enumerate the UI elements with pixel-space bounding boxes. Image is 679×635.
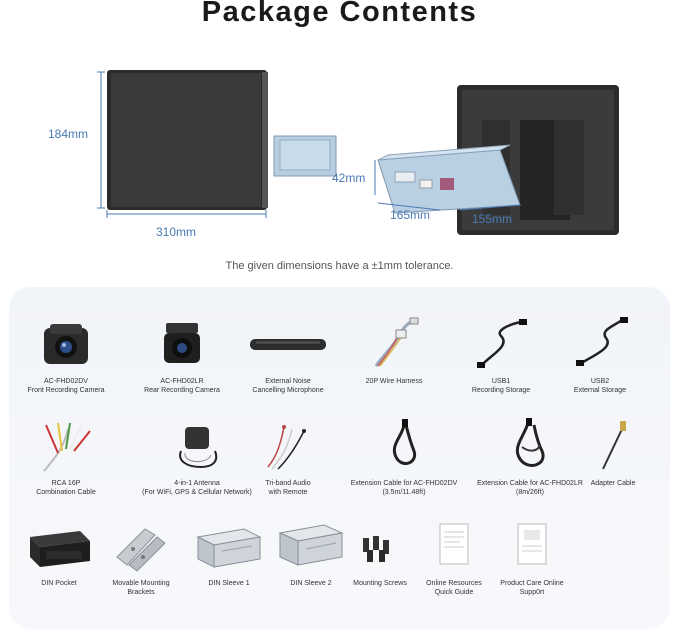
item-sublabel: (3.5m/11.48ft) bbox=[382, 489, 426, 496]
item-label: RCA 16P bbox=[51, 480, 81, 487]
audio-cable-icon bbox=[267, 425, 306, 470]
extension-cable-icon bbox=[515, 418, 545, 467]
item-sublabel: Recording Storage bbox=[471, 387, 531, 394]
item-label: AC-FHD02DV bbox=[44, 378, 88, 385]
item-label: DIN Sleeve 1 bbox=[208, 580, 250, 587]
item-sublabel: External Storage bbox=[573, 387, 627, 394]
bracket-icon bbox=[116, 528, 166, 572]
item-label: USB1 bbox=[491, 378, 511, 385]
item-label: DIN Sleeve 2 bbox=[290, 580, 332, 587]
item-sublabel: Rear Recording Camera bbox=[144, 387, 220, 394]
item-din-sleeve-2: DIN Sleeve 2 bbox=[256, 517, 366, 588]
item-sublabel: Front Recording Camera bbox=[27, 387, 105, 394]
item-rca-cable: RCA 16P Combination Cable bbox=[11, 417, 121, 497]
item-rear-camera: AC-FHD02LR Rear Recording Camera bbox=[127, 315, 237, 395]
extension-cable-icon bbox=[392, 419, 417, 466]
din-pocket-icon bbox=[30, 531, 90, 567]
item-label: Online Resources bbox=[426, 580, 482, 587]
item-label: Tri-band Audio bbox=[265, 480, 311, 487]
screws-icon bbox=[363, 536, 389, 562]
item-label: Extension Cable for AC-FHD02LR bbox=[477, 480, 583, 487]
item-sublabel: (8m/26ft) bbox=[515, 489, 544, 496]
item-sublabel: Cancelling Microphone bbox=[252, 387, 324, 394]
din-sleeve-icon bbox=[196, 528, 262, 568]
item-label: Extension Cable for AC-FHD02DV bbox=[350, 480, 458, 487]
item-audio-remote: Tri-band Audio with Remote bbox=[233, 417, 343, 497]
item-label: 4-in-1 Antenna bbox=[174, 480, 220, 487]
microphone-icon bbox=[250, 339, 326, 350]
item-mounting-screws: Mounting Screws bbox=[325, 517, 435, 588]
item-sublabel: Combination Cable bbox=[36, 489, 96, 496]
din-sleeve-icon bbox=[278, 524, 344, 566]
document-icon bbox=[439, 523, 469, 565]
item-label: Product Care Online bbox=[500, 580, 564, 587]
box-height-dimension: 42mm bbox=[332, 171, 366, 185]
wire-harness-icon bbox=[374, 317, 419, 367]
item-din-sleeve-1: DIN Sleeve 1 bbox=[174, 517, 284, 588]
contents-panel: AC-FHD02DV Front Recording Camera AC-FHD0… bbox=[9, 287, 670, 629]
adapter-cable-icon bbox=[602, 421, 626, 470]
usb-cable-icon bbox=[576, 317, 628, 366]
item-extension-rear: Extension Cable for AC-FHD02LR (8m/26ft) bbox=[465, 417, 595, 497]
page-title: Package Contents bbox=[201, 0, 478, 28]
rca-cable-icon bbox=[43, 422, 91, 472]
item-label: USB2 bbox=[590, 378, 610, 385]
item-label: AC-FHD02LR bbox=[160, 378, 204, 385]
rear-camera-icon bbox=[164, 323, 200, 363]
item-label: Movable Mounting bbox=[112, 580, 170, 587]
front-camera-icon bbox=[44, 324, 88, 364]
product-hero: 184mm 310mm 42mm 165mm 155mm bbox=[0, 0, 679, 280]
antenna-icon bbox=[179, 427, 218, 469]
item-label: Adapter Cable bbox=[590, 480, 636, 487]
item-antenna: 4-in-1 Antenna (For WiFi, GPS & Cellular … bbox=[127, 417, 267, 497]
usb-cable-icon bbox=[477, 319, 527, 368]
item-label: DIN Pocket bbox=[41, 580, 77, 587]
width-dimension: 310mm bbox=[156, 225, 197, 239]
box-depth-dimension: 155mm bbox=[472, 212, 513, 226]
item-din-pocket: DIN Pocket bbox=[4, 517, 114, 588]
tolerance-note: The given dimensions have a ±1mm toleran… bbox=[225, 260, 454, 272]
box-width-dimension: 165mm bbox=[390, 208, 431, 222]
item-wire-harness: 20P Wire Harness bbox=[339, 315, 449, 386]
item-sublabel: Quick Guide bbox=[434, 589, 474, 596]
item-extension-front: Extension Cable for AC-FHD02DV (3.5m/11.4… bbox=[339, 417, 469, 497]
item-label: 20P Wire Harness bbox=[365, 378, 423, 385]
support-card-icon bbox=[517, 523, 547, 565]
item-sublabel: (For WiFi, GPS & Cellular Network) bbox=[142, 489, 252, 496]
item-adapter-cable: Adapter Cable bbox=[565, 417, 661, 488]
item-label: External Noise bbox=[265, 378, 311, 385]
product-dimension-illustration bbox=[97, 70, 619, 235]
item-sublabel: Supp0rt bbox=[519, 589, 545, 596]
height-dimension: 184mm bbox=[48, 127, 89, 141]
item-label: Mounting Screws bbox=[353, 580, 407, 587]
item-sublabel: Brackets bbox=[127, 589, 155, 596]
item-sublabel: with Remote bbox=[268, 489, 308, 496]
item-front-camera: AC-FHD02DV Front Recording Camera bbox=[11, 315, 121, 395]
